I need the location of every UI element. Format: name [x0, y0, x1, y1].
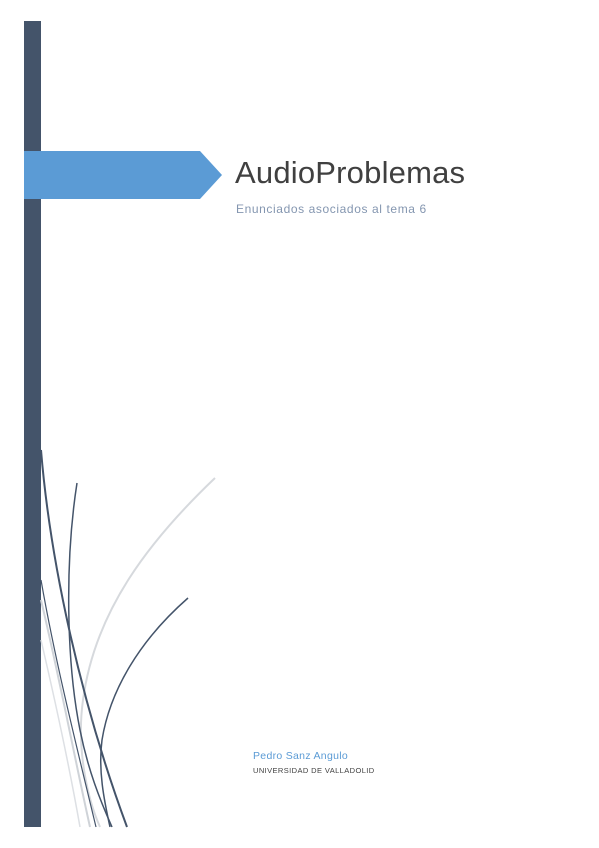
curve-dark-3: [99, 597, 189, 828]
curve-light-3: [40, 639, 81, 828]
curve-dark-4: [40, 579, 97, 828]
curve-light-2: [40, 599, 91, 828]
curve-dark-2: [67, 482, 113, 828]
sidebar-band: [24, 21, 41, 827]
curve-light-1: [79, 477, 216, 828]
document-title: AudioProblemas: [235, 155, 466, 190]
organization-name: UNIVERSIDAD DE VALLADOLID: [253, 766, 375, 775]
document-subtitle: Enunciados asociados al tema 6: [236, 202, 427, 216]
title-banner-arrow: [24, 151, 222, 199]
author-name: Pedro Sanz Angulo: [253, 750, 349, 762]
